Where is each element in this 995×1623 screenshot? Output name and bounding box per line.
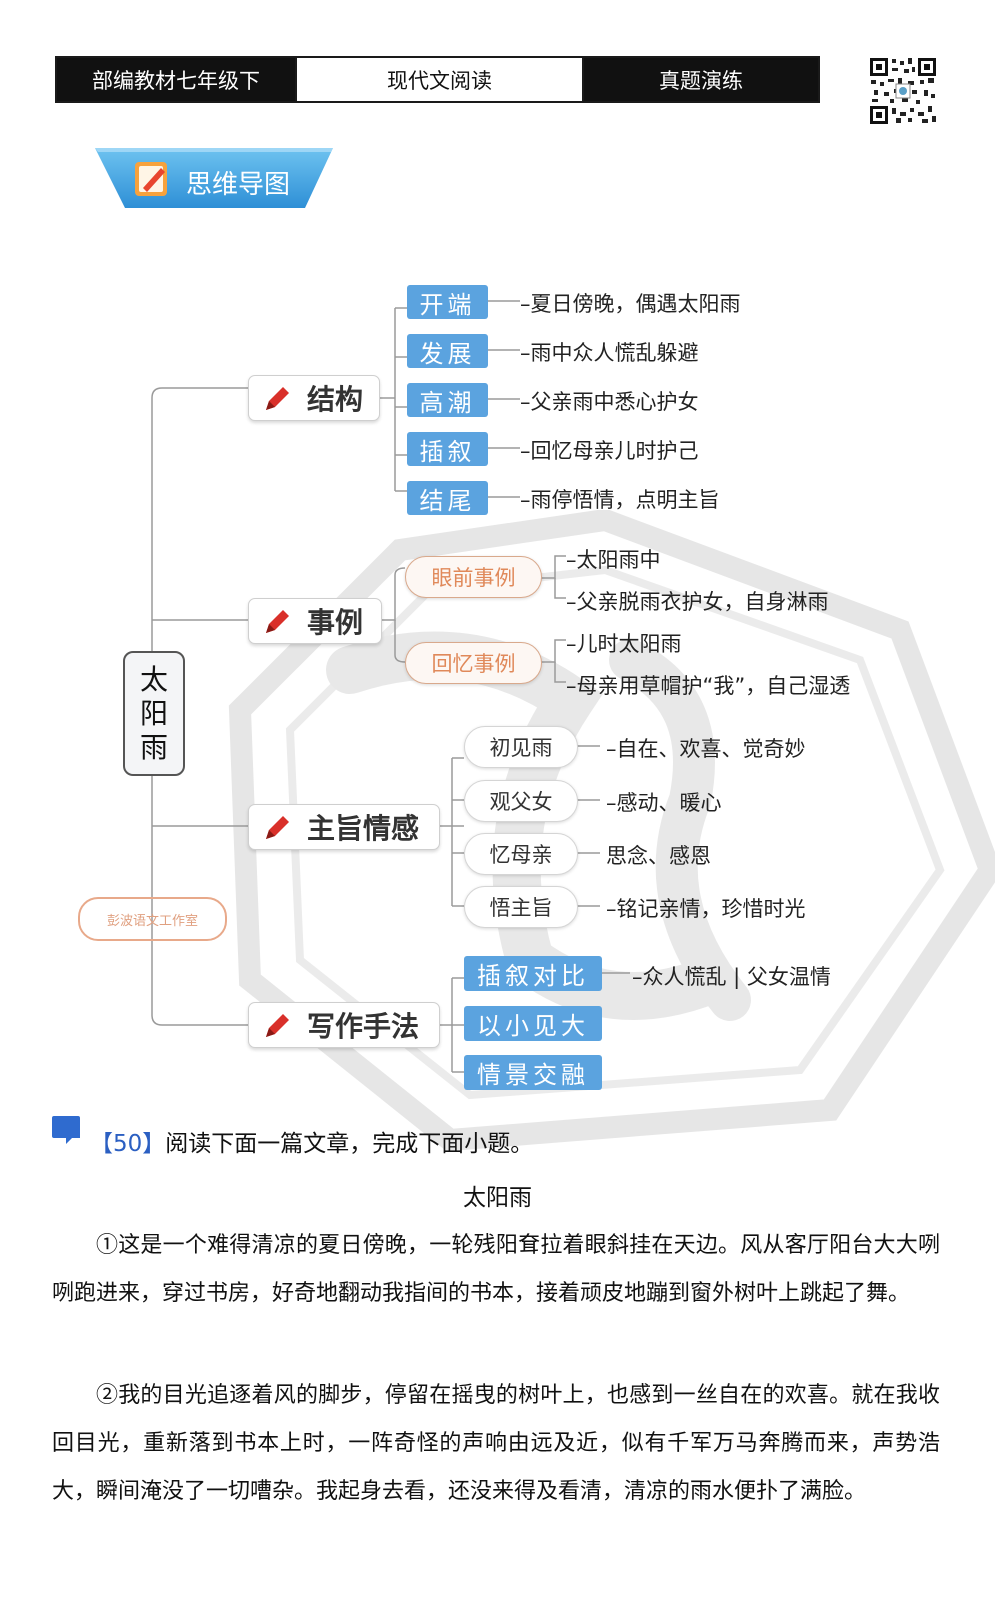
question-prompt: 阅读下面一篇文章，完成下面小题。	[165, 1131, 534, 1157]
pencil-icon	[266, 816, 289, 839]
branch-techniques: 写作手法	[248, 1002, 440, 1048]
examples-leaf: –父亲脱雨衣护女，自身淋雨	[566, 590, 829, 614]
structure-leaf: –父亲雨中悉心护女	[520, 390, 699, 414]
theme-tag: 忆母亲	[464, 833, 578, 875]
structure-leaf: –雨停悟情，点明主旨	[520, 488, 720, 512]
branch-structure: 结构	[248, 375, 380, 421]
structure-leaf: –夏日傍晚，偶遇太阳雨	[520, 292, 741, 316]
header-bar: 部编教材七年级下 现代文阅读 真题演练	[55, 56, 820, 103]
theme-tag: 悟主旨	[464, 886, 578, 928]
structure-tag: 高潮	[407, 383, 488, 417]
examples-group-tag: 回忆事例	[405, 642, 542, 684]
structure-leaf: –雨中众人慌乱躲避	[520, 341, 699, 365]
theme-tag: 观父女	[464, 780, 578, 822]
technique-tag: 情景交融	[464, 1055, 602, 1090]
examples-leaf: –母亲用草帽护“我”，自己湿透	[566, 674, 851, 698]
pencil-icon	[266, 387, 289, 410]
examples-leaf: –太阳雨中	[566, 548, 661, 572]
theme-leaf: –自在、欢喜、觉奇妙	[606, 737, 806, 761]
header-section: 真题演练	[584, 58, 818, 101]
section-badge-label: 思维导图	[186, 170, 291, 200]
technique-leaf: –众人慌乱 | 父女温情	[632, 965, 831, 989]
structure-tag: 开端	[407, 285, 488, 319]
theme-tag: 初见雨	[464, 726, 578, 768]
article-paragraph: ①这是一个难得清凉的夏日傍晚，一轮残阳耷拉着眼斜挂在天边。风从客厅阳台大大咧咧跑…	[52, 1233, 940, 1306]
structure-leaf: –回忆母亲儿时护己	[520, 439, 699, 463]
branch-structure-label: 结构	[307, 383, 364, 416]
theme-leaf: 思念、感恩	[606, 844, 711, 868]
examples-leaf: –儿时太阳雨	[566, 632, 682, 656]
question-number: 【50】	[90, 1131, 166, 1157]
technique-tag: 以小见大	[464, 1006, 602, 1041]
structure-tag: 插叙	[407, 432, 488, 466]
pencil-icon	[266, 610, 289, 633]
question-line: 【50】阅读下面一篇文章，完成下面小题。	[90, 1124, 533, 1158]
header-topic: 现代文阅读	[295, 58, 584, 101]
technique-tag: 插叙对比	[464, 956, 602, 991]
branch-theme-label: 主旨情感	[307, 812, 420, 845]
branch-examples-label: 事例	[307, 606, 364, 639]
pencil-icon	[266, 1014, 289, 1037]
root-char: 阳	[139, 696, 168, 730]
qr-code-icon[interactable]	[868, 56, 938, 126]
structure-tag: 发展	[407, 334, 488, 368]
section-badge	[95, 148, 333, 208]
structure-tag: 结尾	[407, 481, 488, 515]
bookmark-icon	[52, 1116, 80, 1144]
branch-theme: 主旨情感	[248, 804, 440, 850]
theme-leaf: –铭记亲情，珍惜时光	[606, 897, 806, 921]
root-char: 太	[139, 662, 168, 696]
header-grade: 部编教材七年级下	[57, 58, 295, 101]
mindmap-root: 太 阳 雨	[123, 651, 185, 776]
branch-techniques-label: 写作手法	[307, 1010, 420, 1043]
theme-leaf: –感动、暖心	[606, 791, 722, 815]
root-char: 雨	[139, 730, 168, 764]
branch-examples: 事例	[248, 598, 382, 644]
article-paragraph: ②我的目光追逐着风的脚步，停留在摇曳的树叶上，也感到一丝自在的欢喜。就在我收回目…	[52, 1383, 940, 1504]
studio-stamp: 彭波语文工作室	[78, 897, 227, 941]
article-title: 太阳雨	[463, 1185, 532, 1211]
examples-group-tag: 眼前事例	[405, 556, 542, 598]
